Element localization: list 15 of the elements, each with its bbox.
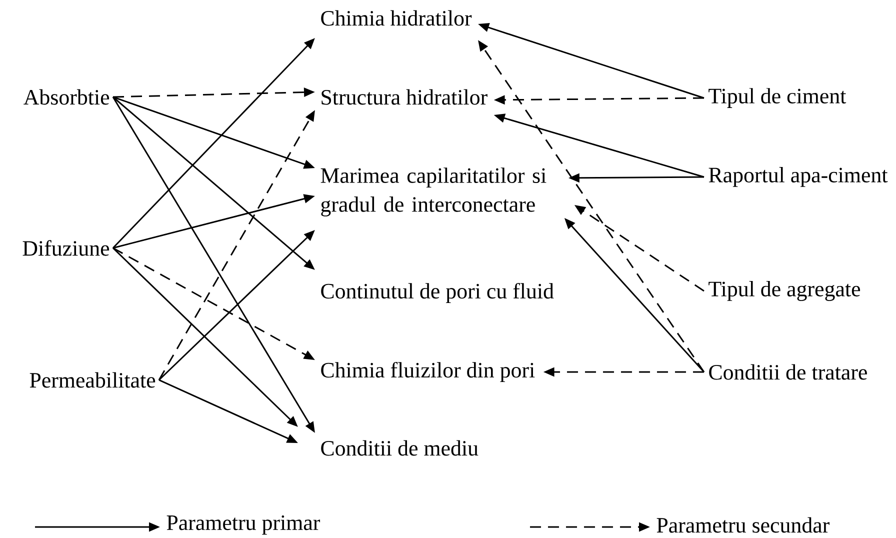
property-label: Continutul de pori cu fluid <box>321 282 554 304</box>
property-label: Marimea capilaritatilor si gradul de interconectare <box>320 168 546 216</box>
property-label: Chimia fluizilor din pori <box>321 362 535 382</box>
factor-label: Conditii de tratare <box>709 364 867 380</box>
parameter-label: Difuziune <box>22 240 110 256</box>
legend-label: Parametru primar <box>166 515 320 535</box>
parameter-label: Absorbtie <box>24 89 110 105</box>
parameter-label: Permeabilitate <box>30 372 156 388</box>
property-label: Structura hidratilor <box>322 89 488 105</box>
factor-label: Tipul de agregate <box>708 281 860 301</box>
factor-label: Raportul apa-ciment <box>708 167 888 187</box>
legend-label: Parametru secundar <box>656 517 830 533</box>
factor-label: Tipul de ciment <box>708 88 846 108</box>
property-label: Conditii de mediu <box>321 440 478 456</box>
property-label: Chimia hidratilor <box>321 10 472 26</box>
